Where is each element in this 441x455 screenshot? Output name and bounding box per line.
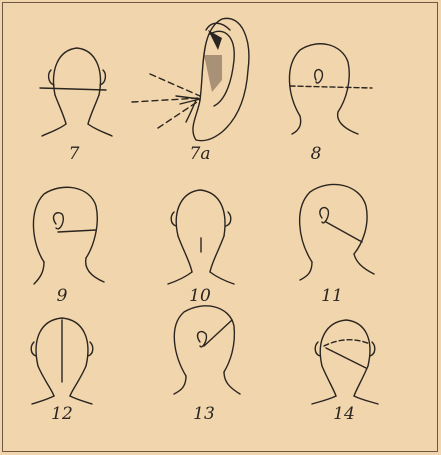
figure-label-10: 10: [180, 286, 220, 306]
figure-13-head: [174, 306, 240, 394]
figure-label-11: 11: [312, 286, 352, 306]
figure-label-9: 9: [42, 286, 82, 306]
figure-label-14: 14: [324, 404, 364, 424]
figure-label-13: 13: [184, 404, 224, 424]
figure-label-8: 8: [296, 144, 336, 164]
figure-7-mark-line: [40, 88, 106, 90]
figure-8-head: [289, 44, 372, 134]
figure-7-head: [40, 48, 112, 136]
figure-label-7a: 7a: [180, 144, 220, 164]
figure-label-7: 7: [54, 144, 94, 164]
figure-7a-ear: [132, 18, 249, 140]
figure-10-head: [168, 190, 234, 284]
figure-9-head: [33, 187, 104, 284]
figure-11-head: [300, 184, 374, 280]
figure-12-head: [31, 318, 93, 404]
figure-14-head: [312, 320, 378, 404]
figure-label-12: 12: [42, 404, 82, 424]
